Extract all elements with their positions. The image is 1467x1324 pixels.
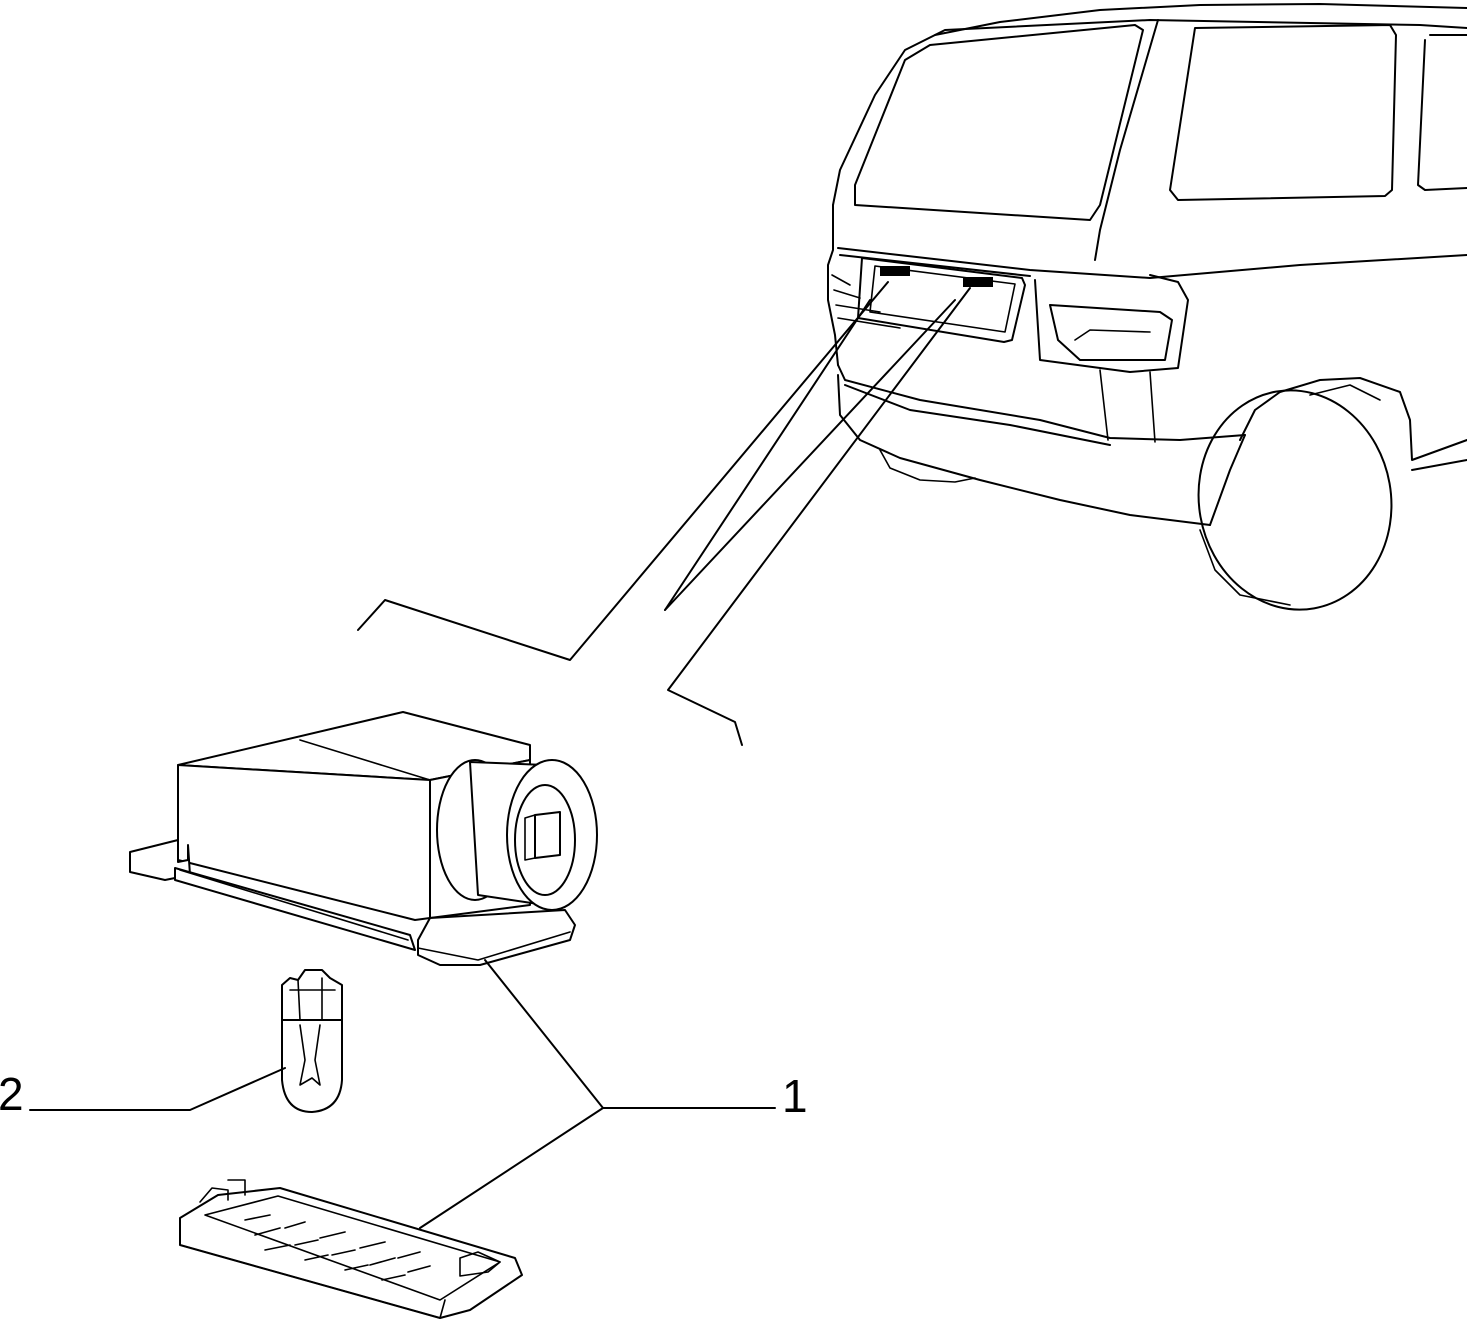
callout-number-1: 1 [782,1070,808,1122]
vehicle-rear-view [827,3,1467,611]
callout-1-leader-lens [419,1107,604,1229]
leader-line-right-lamp-2 [664,299,956,611]
callout-number-2: 2 [0,1068,24,1120]
location-leader-lines [357,281,971,746]
lamp-housing [129,711,598,966]
plate-lamp-right [963,277,993,287]
callout-2-leader [29,1067,286,1111]
callout-1-leader-housing [484,959,776,1109]
callout-leaders [29,959,776,1229]
plate-lamp-left [880,266,910,276]
leader-line-right-lamp [667,287,971,746]
lamp-lens [179,1179,523,1319]
leader-line-left-lamp-2 [664,299,871,611]
leader-line-left-lamp [357,281,889,661]
bulb [281,969,343,1113]
